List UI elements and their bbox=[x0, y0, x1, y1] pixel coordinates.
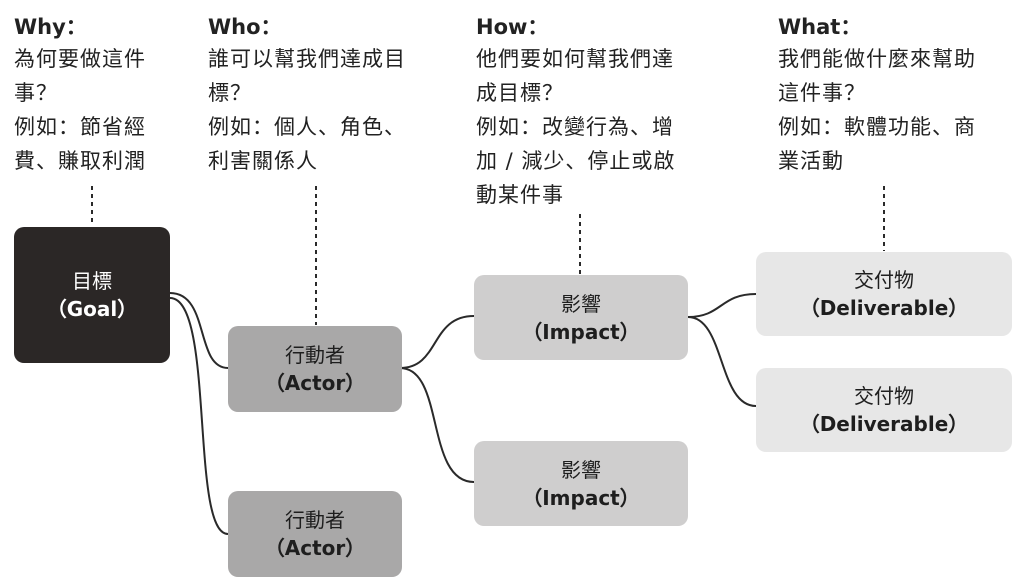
how-description: 他們要如何幫我們達 成目標？ 例如：改變行為、增 加 / 減少、停止或啟 動某件… bbox=[476, 42, 675, 212]
what-line: 我們能做什麼來幫助 bbox=[778, 47, 976, 71]
what-column: What： 我們能做什麼來幫助 這件事？ 例如：軟體功能、商 業活動 bbox=[778, 12, 976, 178]
why-line: 為何要做這件 bbox=[14, 47, 146, 71]
impact-node: 影響 （Impact） bbox=[474, 441, 688, 526]
how-line: 成目標？ bbox=[476, 81, 564, 105]
who-column: Who： 誰可以幫我們達成目 標？ 例如：個人、角色、 利害關係人 bbox=[208, 12, 406, 178]
who-description: 誰可以幫我們達成目 標？ 例如：個人、角色、 利害關係人 bbox=[208, 42, 406, 178]
actor-label: 行動者 bbox=[285, 508, 345, 532]
what-title: What： bbox=[778, 15, 862, 39]
actor-label: 行動者 bbox=[285, 343, 345, 367]
how-line: 動某件事 bbox=[476, 183, 564, 207]
actor-english-label: （Actor） bbox=[264, 371, 366, 395]
deliverable-label: 交付物 bbox=[854, 384, 914, 408]
how-line: 加 / 減少、停止或啟 bbox=[476, 149, 676, 173]
actor1-impact2-connector bbox=[399, 367, 475, 483]
goal-actor1-connector bbox=[169, 292, 229, 369]
who-line: 誰可以幫我們達成目 bbox=[208, 47, 406, 71]
who-title: Who： bbox=[208, 15, 282, 39]
impact-english-label: （Impact） bbox=[522, 485, 640, 510]
goal-node: 目標 （Goal） bbox=[14, 227, 170, 363]
what-line: 業活動 bbox=[778, 149, 844, 173]
deliverable-label: 交付物 bbox=[854, 268, 914, 292]
impact-node: 影響 （Impact） bbox=[474, 275, 688, 360]
impact-label: 影響 bbox=[561, 291, 601, 316]
who-line: 標？ bbox=[208, 81, 252, 105]
what-line: 這件事？ bbox=[778, 81, 866, 105]
why-line: 例如：節省經 bbox=[14, 115, 146, 139]
why-line: 事？ bbox=[14, 81, 58, 105]
how-line: 例如：改變行為、增 bbox=[476, 115, 674, 139]
deliverable-english-label: （Deliverable） bbox=[799, 412, 969, 436]
actor1-impact1-connector bbox=[399, 315, 475, 369]
goal-actor2-connector bbox=[169, 297, 229, 535]
how-column: How： 他們要如何幫我們達 成目標？ 例如：改變行為、增 加 / 減少、停止或… bbox=[476, 12, 675, 212]
impact-english-label: （Impact） bbox=[522, 319, 640, 344]
why-title: Why： bbox=[14, 15, 87, 39]
what-description: 我們能做什麼來幫助 這件事？ 例如：軟體功能、商 業活動 bbox=[778, 42, 976, 178]
what-line: 例如：軟體功能、商 bbox=[778, 115, 976, 139]
impact-label: 影響 bbox=[561, 457, 601, 482]
why-description: 為何要做這件 事？ 例如：節省經 費、賺取利潤 bbox=[14, 42, 146, 178]
actor-node: 行動者 （Actor） bbox=[228, 326, 402, 412]
why-column: Why： 為何要做這件 事？ 例如：節省經 費、賺取利潤 bbox=[14, 12, 146, 178]
goal-label: 目標 bbox=[72, 269, 112, 293]
deliverable-english-label: （Deliverable） bbox=[799, 296, 969, 320]
deliverable-node: 交付物 （Deliverable） bbox=[756, 252, 1012, 336]
who-line: 例如：個人、角色、 bbox=[208, 115, 406, 139]
why-line: 費、賺取利潤 bbox=[14, 149, 146, 173]
deliverable-node: 交付物 （Deliverable） bbox=[756, 368, 1012, 452]
actor-node: 行動者 （Actor） bbox=[228, 491, 402, 577]
impact1-deliv1-connector bbox=[687, 293, 757, 318]
who-line: 利害關係人 bbox=[208, 149, 318, 173]
impact1-deliv2-connector bbox=[687, 316, 757, 407]
actor-english-label: （Actor） bbox=[264, 536, 366, 560]
how-line: 他們要如何幫我們達 bbox=[476, 47, 674, 71]
how-title: How： bbox=[476, 15, 549, 39]
goal-english-label: （Goal） bbox=[46, 297, 138, 321]
